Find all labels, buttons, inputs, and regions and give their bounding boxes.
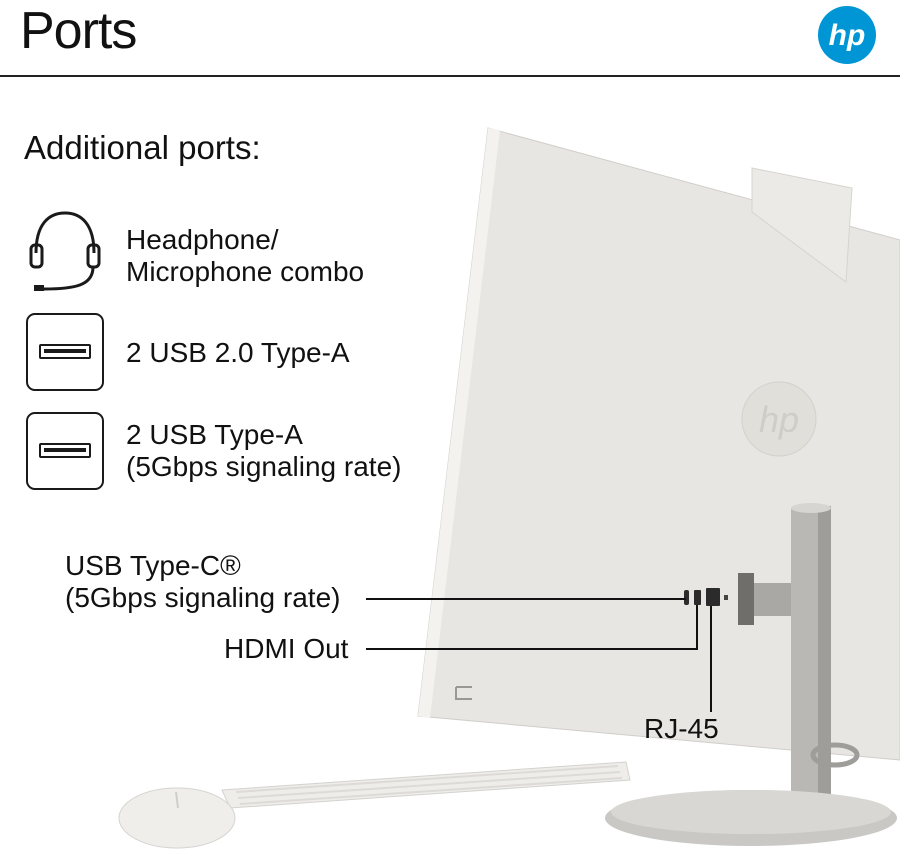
monitor-edge [418, 128, 500, 718]
usbc-callout-line2: (5Gbps signaling rate) [65, 582, 341, 613]
stand-base-top [611, 790, 891, 834]
usbc-callout-line1: USB Type-C® [65, 550, 241, 581]
usb-a-icon [26, 412, 104, 490]
additional-ports-heading: Additional ports: [24, 129, 261, 166]
page-title: Ports [20, 2, 137, 60]
webcam [751, 167, 853, 283]
usbc-callout: USB Type-C® (5Gbps signaling rate) [65, 550, 340, 614]
hp-logo-text: hp [829, 19, 866, 52]
back-logo-circle [741, 381, 817, 457]
keyboard-keys [235, 765, 623, 805]
hdmi-leader [366, 605, 698, 650]
stand-mount [738, 573, 754, 625]
port-item-usb20: 2 USB 2.0 Type-A [126, 337, 350, 369]
mouse [118, 787, 236, 849]
port-item-usb20-line1: 2 USB 2.0 Type-A [126, 337, 350, 368]
port-small [724, 595, 728, 600]
port-item-usb-5gbps: 2 USB Type-A (5Gbps signaling rate) [126, 419, 401, 483]
port-item-headphone-line1: Headphone/ [126, 224, 279, 255]
rj45-callout: RJ-45 [644, 713, 719, 744]
cable-ring [810, 742, 860, 768]
back-logo-text: hp [759, 399, 799, 440]
headset-icon [29, 211, 101, 291]
stand-pole-top [791, 503, 831, 513]
port-item-headphone-line2: Microphone combo [126, 256, 365, 287]
power-button [455, 686, 472, 700]
header-divider [0, 75, 900, 77]
usb-a-icon [26, 313, 104, 391]
mouse-divider [175, 791, 179, 809]
hdmi-callout: HDMI Out [224, 633, 349, 664]
port-usbc [684, 590, 689, 605]
port-item-usb-5gbps-line2: (5Gbps signaling rate) [126, 451, 402, 482]
port-hdmi [694, 590, 701, 605]
port-rj45 [706, 588, 720, 606]
stand-pole-shade [818, 506, 831, 814]
hp-logo: hp [818, 6, 876, 64]
port-item-usb-5gbps-line1: 2 USB Type-A [126, 419, 303, 450]
port-item-headphone: Headphone/ Microphone combo [126, 224, 364, 288]
